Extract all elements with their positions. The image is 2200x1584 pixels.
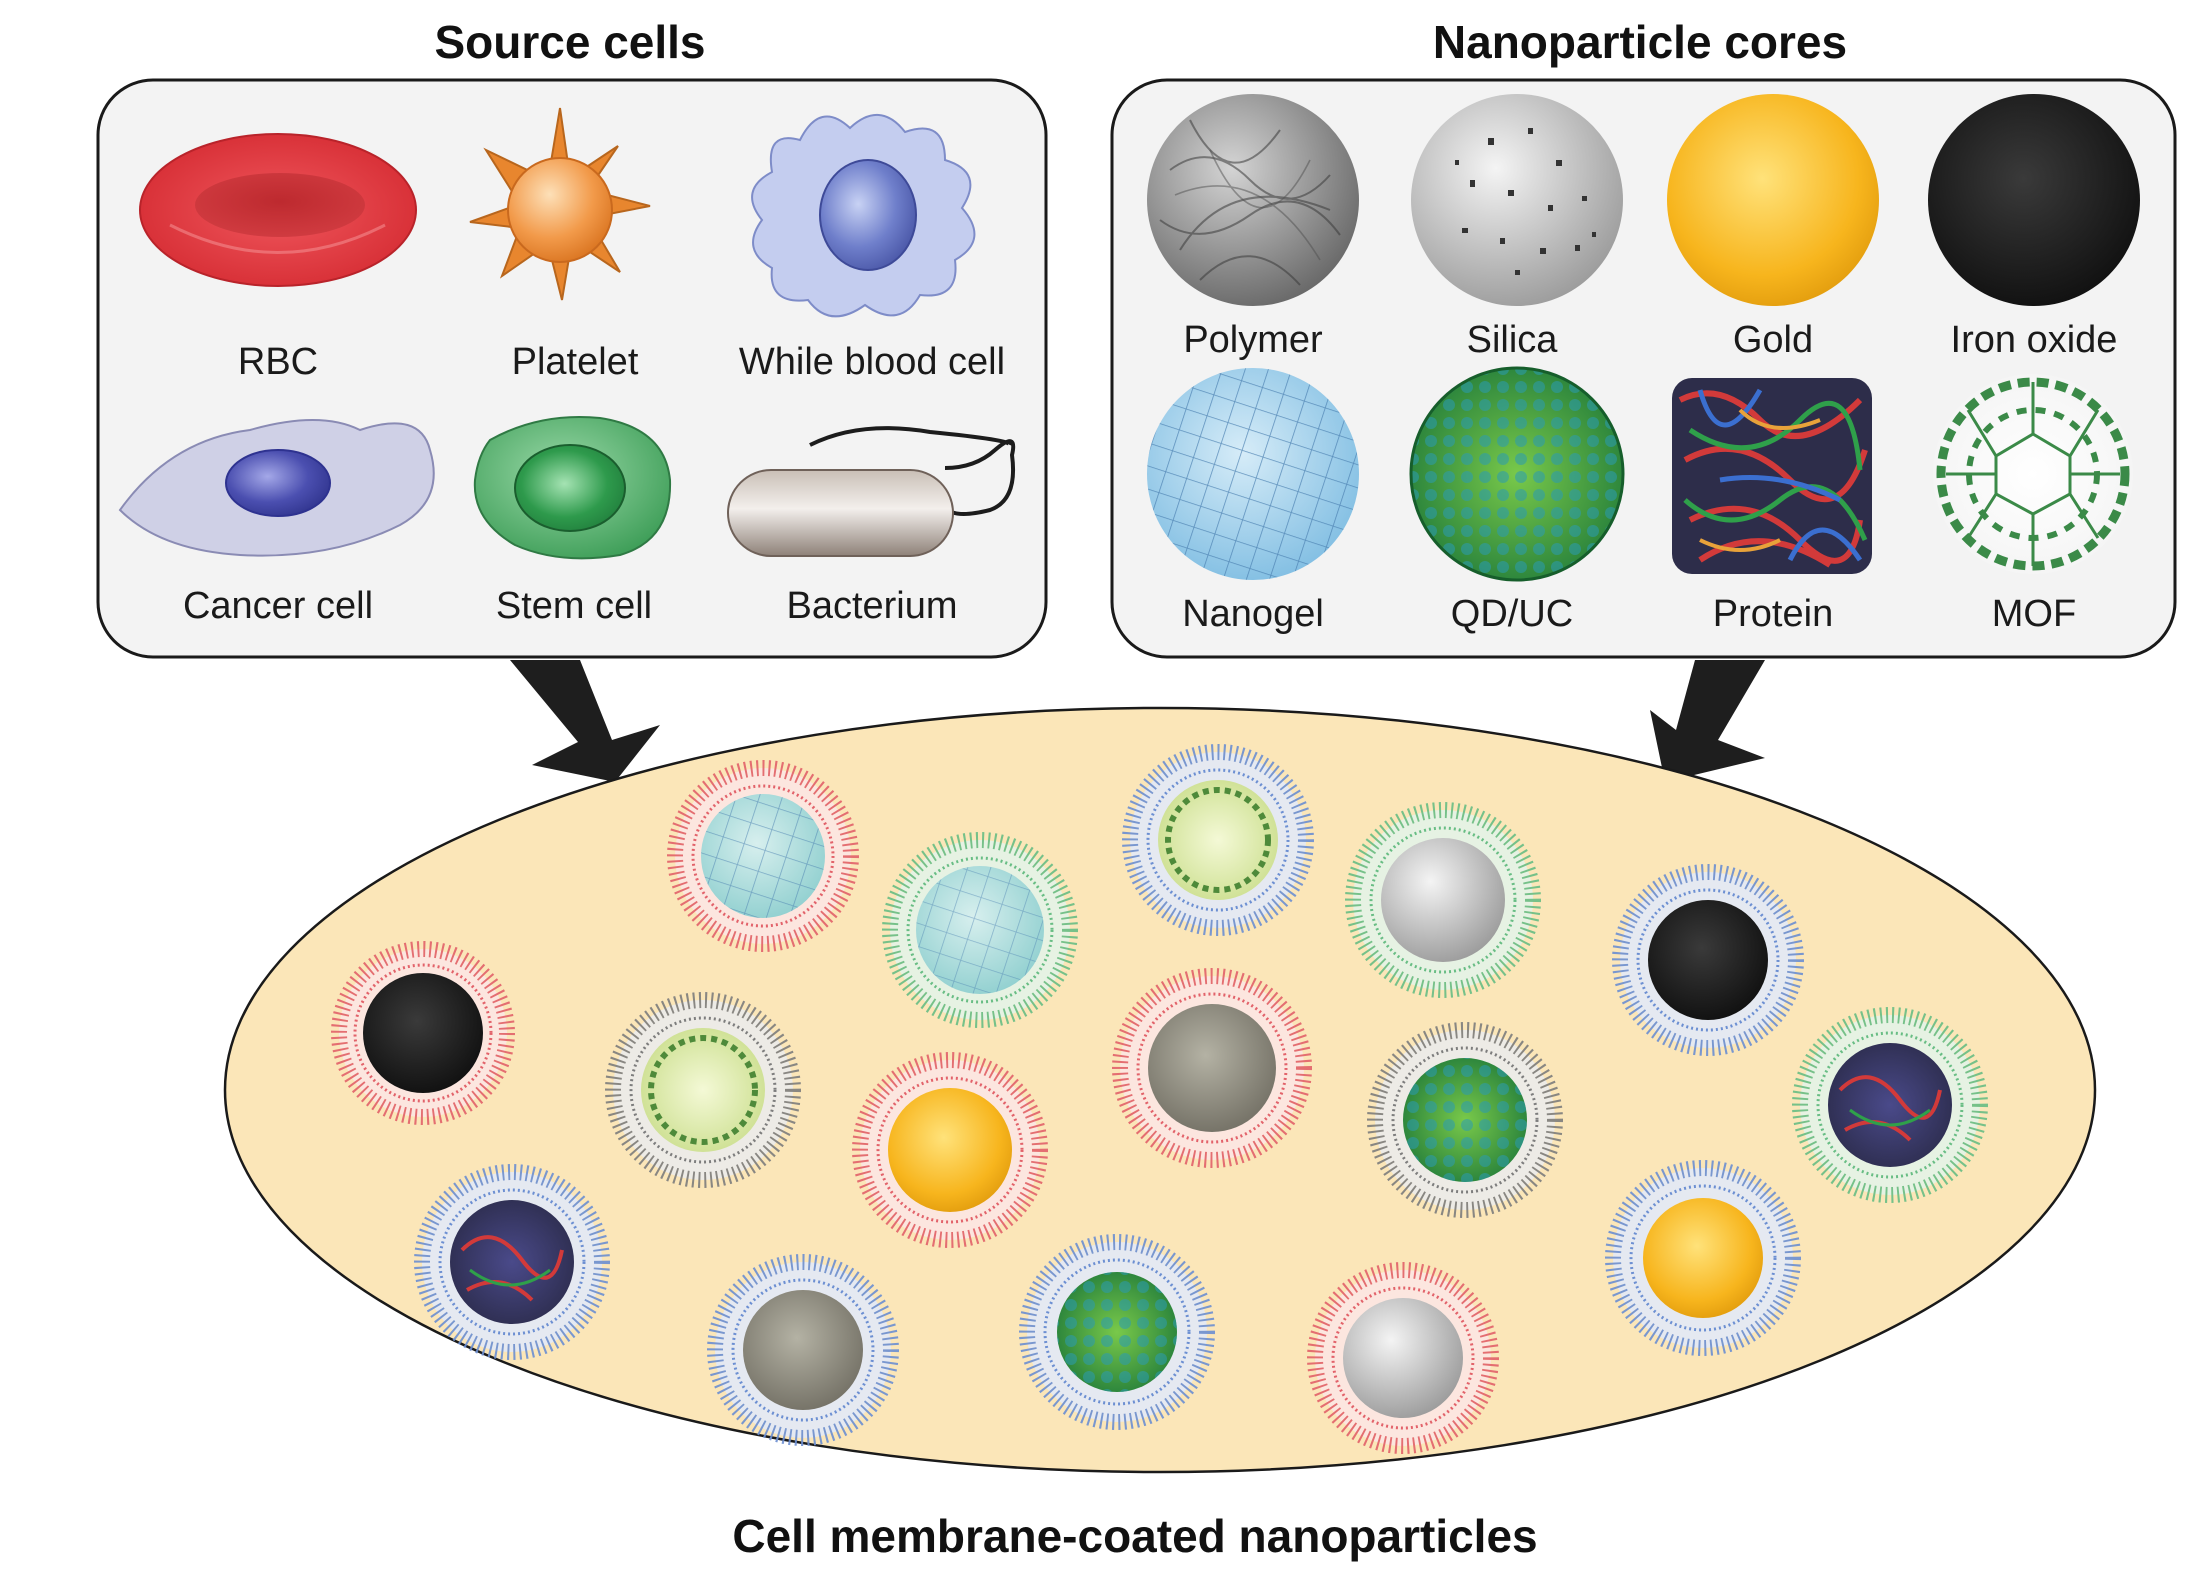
core-label-polymer: Polymer — [1183, 319, 1323, 361]
white-blood-cell-icon — [751, 113, 976, 318]
coated-particle — [1307, 1262, 1499, 1454]
coated-particle — [707, 1254, 899, 1446]
source-label-bacterium: Bacterium — [786, 585, 957, 627]
coated-particle — [1112, 968, 1312, 1168]
coated-particle — [1605, 1160, 1801, 1356]
core-label-mof: MOF — [1992, 593, 2076, 635]
coated-particle — [605, 992, 801, 1188]
coated-nanoparticles — [331, 744, 1988, 1454]
coated-particle — [414, 1164, 610, 1360]
arrow-left — [510, 660, 660, 782]
coated-particle — [331, 941, 515, 1125]
core-label-gold: Gold — [1733, 319, 1813, 361]
protein-core-icon — [1672, 378, 1872, 574]
core-label-iron-oxide: Iron oxide — [1951, 319, 2118, 361]
source-label-platelet: Platelet — [512, 341, 639, 383]
arrow-right — [1650, 660, 1765, 782]
coated-particle — [667, 760, 859, 952]
source-label-cancer: Cancer cell — [183, 585, 373, 627]
silica-core-icon — [1411, 94, 1623, 306]
nanoparticle-cores-panel — [1110, 78, 2177, 659]
polymer-core-icon — [1147, 94, 1359, 306]
stem-cell-icon — [473, 415, 672, 560]
mof-core-icon — [1933, 374, 2133, 574]
coated-particle — [852, 1052, 1048, 1248]
nanogel-core-icon — [1147, 368, 1359, 580]
core-label-protein: Protein — [1713, 593, 1833, 635]
coated-particle — [1345, 802, 1541, 998]
coated-particle — [1367, 1022, 1563, 1218]
gold-core-icon — [1667, 94, 1879, 306]
red-blood-cell-icon — [139, 133, 417, 287]
iron-oxide-core-icon — [1928, 94, 2140, 306]
source-label-wbc: While blood cell — [739, 341, 1005, 383]
source-label-stem: Stem cell — [496, 585, 652, 627]
bacterium-icon — [727, 426, 1016, 557]
cancer-cell-icon — [118, 419, 435, 557]
nanoparticle-cores-title: Nanoparticle cores — [1433, 16, 1847, 68]
coated-particle — [1019, 1234, 1215, 1430]
coated-particle — [1612, 864, 1804, 1056]
core-label-nanogel: Nanogel — [1182, 593, 1324, 635]
platelet-icon — [469, 107, 651, 301]
result-caption: Cell membrane-coated nanoparticles — [732, 1510, 1537, 1562]
quantum-dot-core-icon — [1409, 366, 1625, 582]
coated-particle — [1792, 1007, 1988, 1203]
source-cells-title: Source cells — [434, 16, 705, 68]
core-label-silica: Silica — [1467, 319, 1559, 361]
core-label-qd-uc: QD/UC — [1451, 593, 1573, 635]
coated-particle — [1122, 744, 1314, 936]
source-label-rbc: RBC — [238, 341, 318, 383]
coated-particle — [882, 832, 1078, 1028]
